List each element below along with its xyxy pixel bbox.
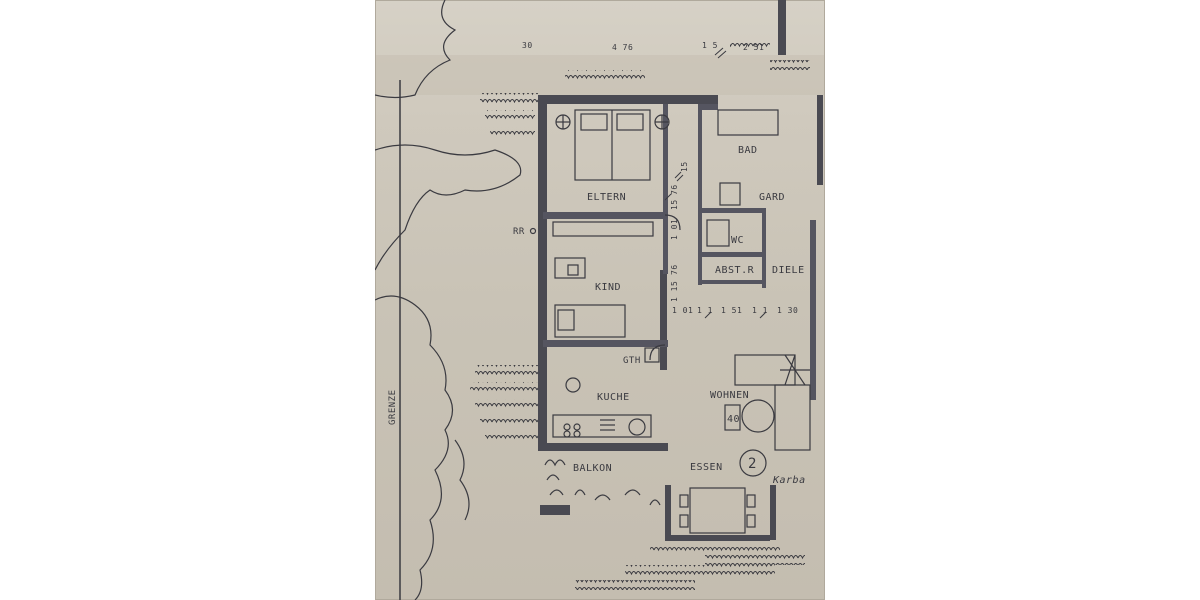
sofa — [774, 384, 811, 451]
room-label-kind: KIND — [595, 282, 621, 293]
balcony-plants — [544, 459, 661, 506]
dimension-label: 15 — [680, 161, 689, 172]
bathtub — [717, 109, 779, 136]
dimension-label: 2 51 — [743, 43, 764, 52]
kitchen-counter — [552, 414, 652, 438]
furniture — [529, 109, 811, 534]
dimension-label: 76 — [670, 184, 679, 195]
unit-number: 2 — [748, 456, 757, 472]
handwritten-note: Karba — [772, 475, 806, 486]
dimension-ticks — [664, 47, 767, 319]
floor-plan-drawing: ELTERN KIND KUCHE BAD GARD WC ABST.R DIE… — [375, 0, 825, 600]
dimension-label: 30 — [522, 41, 533, 50]
toilet — [706, 219, 730, 247]
room-label-gard: GARD — [759, 192, 785, 203]
wohnen-area: 40 — [727, 414, 740, 425]
exterior-walls — [538, 0, 823, 541]
room-label-kuche: KUCHE — [597, 392, 630, 403]
room-label-balkon: BALKON — [573, 463, 612, 474]
dimension-label: 1 5 — [702, 41, 718, 50]
dimension-label: 1 51 — [721, 306, 742, 315]
dining-table — [689, 487, 746, 534]
dimension-label: 1 01 — [672, 306, 693, 315]
tree-outlines — [375, 0, 522, 600]
room-label-abstr: ABST.R — [715, 265, 755, 276]
room-label-wc: WC — [731, 235, 744, 246]
boundary-label: GRENZE — [388, 389, 398, 425]
room-label-essen: ESSEN — [690, 462, 723, 473]
dimension-label: 1 01 — [670, 219, 679, 240]
dimension-label: 1 1 — [752, 306, 768, 315]
room-label-eltern: ELTERN — [587, 192, 626, 203]
table-icon — [565, 377, 581, 393]
room-label-wohnen: WOHNEN — [710, 390, 749, 401]
unit-number-circle — [739, 449, 767, 477]
room-label-diele: DIELE — [772, 265, 805, 276]
desk — [554, 257, 586, 279]
dimension-label: 1 30 — [777, 306, 798, 315]
plant-icon — [780, 354, 810, 386]
dimension-label: 4 76 — [612, 43, 633, 52]
coffee-table — [741, 399, 775, 433]
single-bed — [554, 304, 626, 338]
dimension-label: 1 1 — [697, 306, 713, 315]
dimension-label: 76 — [670, 264, 679, 275]
dimension-label: 15 — [670, 199, 679, 210]
sink-icon — [628, 418, 646, 436]
rr-label: RR — [513, 227, 525, 237]
dimension-label: 1 15 — [670, 281, 679, 302]
grass-hatches — [470, 40, 810, 590]
interior-walls — [543, 104, 816, 400]
wardrobe — [552, 221, 654, 237]
floor-plan-photo: ELTERN KIND KUCHE BAD GARD WC ABST.R DIE… — [375, 0, 825, 600]
room-label-bad: BAD — [738, 145, 758, 156]
room-label-gth: GTH — [623, 356, 641, 366]
